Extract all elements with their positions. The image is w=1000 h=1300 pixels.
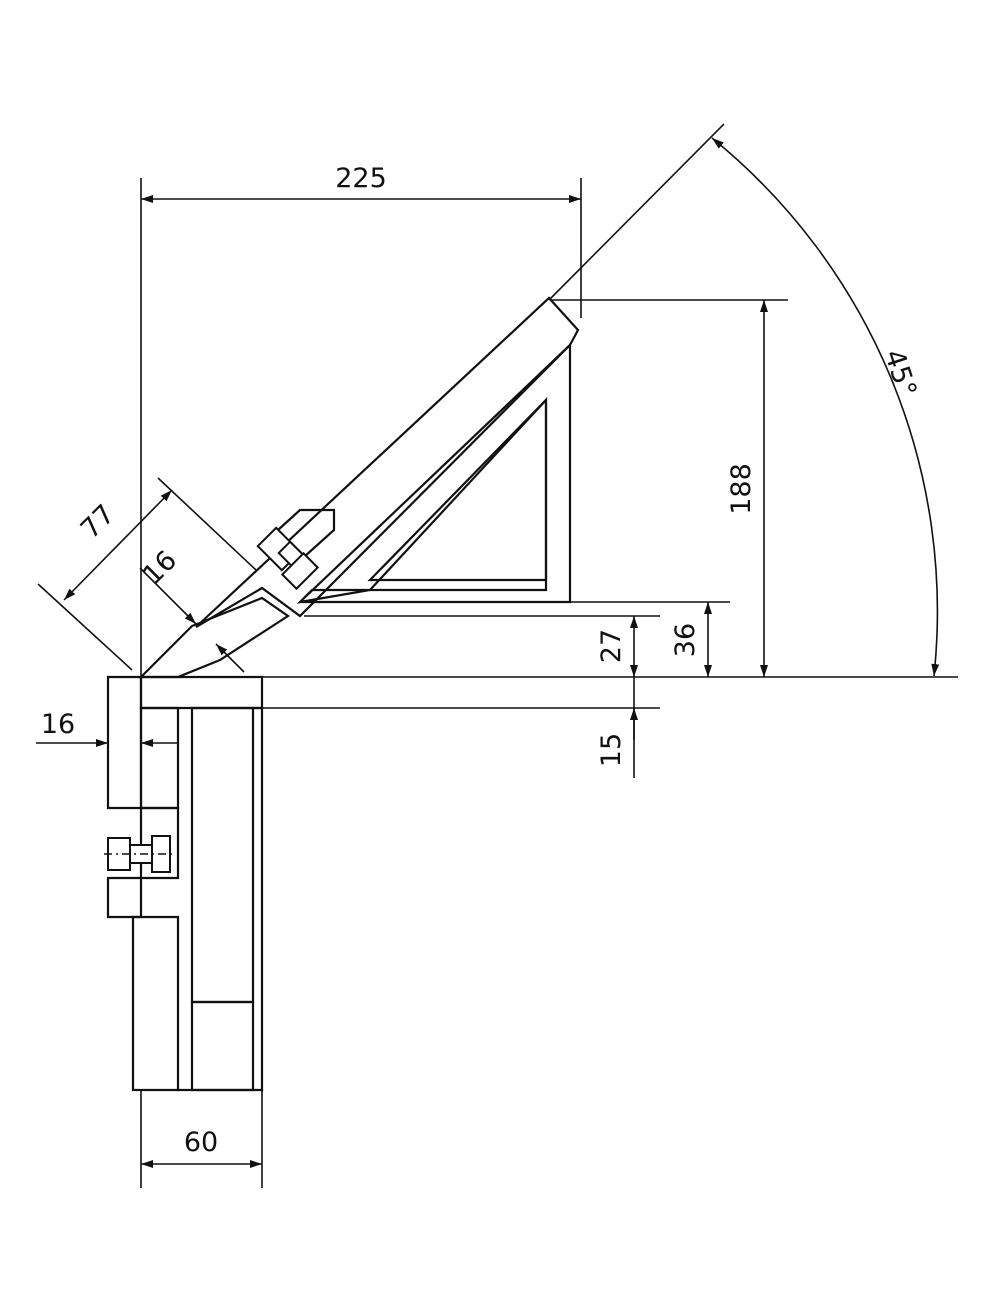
- upper-bolt: [256, 508, 336, 591]
- dim-36-label: 36: [670, 623, 701, 657]
- diagonal-main-beam: [195, 296, 580, 628]
- dim-16-diag-label: 16: [137, 545, 183, 591]
- top-horizontal-plate: [139, 675, 264, 710]
- dim-27-label: 27: [596, 629, 627, 663]
- dim-225: 225: [140, 163, 582, 677]
- lower-bolt: [104, 835, 176, 873]
- dim-16-left: 16: [36, 709, 178, 747]
- dim-60: 60: [140, 1090, 263, 1188]
- dim-188-label: 188: [726, 463, 757, 515]
- dim-225-label: 225: [335, 163, 387, 194]
- dim-60-label: 60: [184, 1127, 218, 1158]
- dim-45: 45°: [548, 123, 940, 677]
- dim-27: 27: [304, 615, 660, 677]
- triangular-bracket: [296, 342, 572, 604]
- dim-45-label: 45°: [878, 346, 922, 401]
- diagonal-short-plate: [138, 596, 290, 679]
- dim-188: 188: [262, 299, 958, 678]
- inner-support-column: [176, 706, 264, 1092]
- dim-16-left-label: 16: [41, 709, 75, 740]
- dim-36: 36: [570, 601, 730, 677]
- dim-15: 15: [262, 677, 660, 778]
- dim-15-label: 15: [596, 733, 627, 767]
- left-vertical-plate: [106, 675, 143, 919]
- lower-vertical-plate: [131, 706, 180, 1092]
- dim-77-label: 77: [75, 499, 121, 545]
